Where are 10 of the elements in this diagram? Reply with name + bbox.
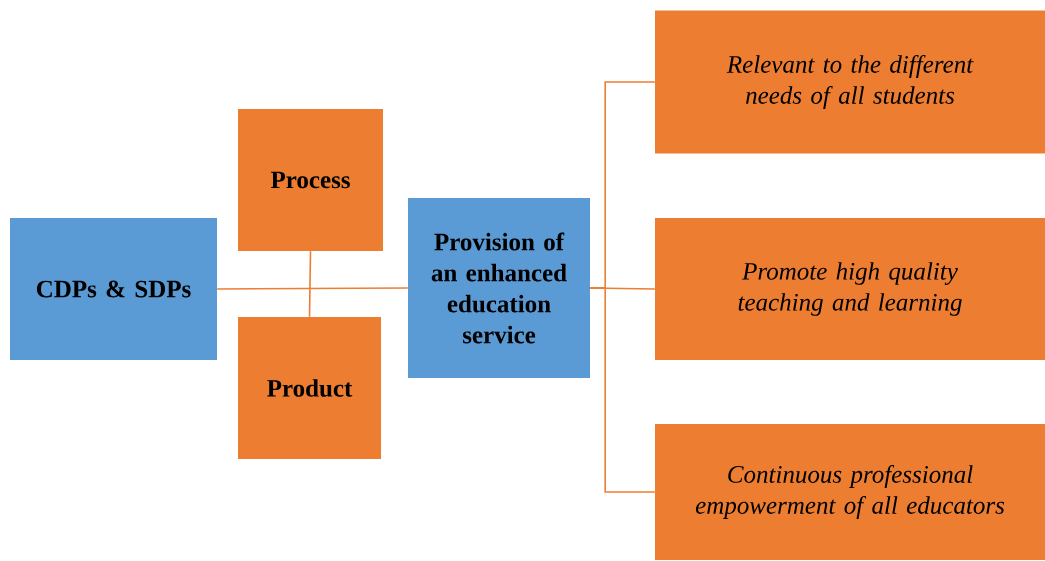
outcome-box: Continuous professional empowerment of all educators xyxy=(655,424,1045,560)
outcome-box: Relevant to the different needs of all students xyxy=(655,10,1045,154)
connector-line xyxy=(589,287,656,493)
process-box: Product xyxy=(238,317,381,459)
process-box: Provision of an enhanced education service xyxy=(408,198,590,378)
outcome-box: Promote high quality teaching and learning xyxy=(655,218,1045,360)
connector-line xyxy=(216,287,409,290)
process-box: CDPs & SDPs xyxy=(10,218,217,360)
process-box: Process xyxy=(238,109,383,251)
connector-line xyxy=(308,250,312,318)
